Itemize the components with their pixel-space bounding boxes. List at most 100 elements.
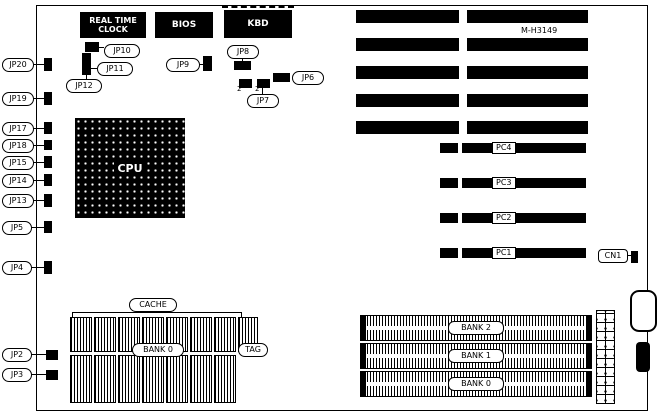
jumper-label-jp15: JP15	[2, 156, 34, 170]
jumper-block-jp14	[44, 174, 52, 186]
pc-slot-segment	[462, 248, 586, 258]
jumper-lead	[32, 128, 44, 129]
bank2-label: BANK 2	[448, 321, 504, 335]
cache-chip	[214, 355, 236, 403]
kbd-dashed-edge	[222, 6, 294, 8]
jumper-lead	[198, 64, 203, 65]
simm-endcap	[586, 316, 591, 340]
pc-slot-label-pc4: PC4	[492, 142, 516, 154]
jumper-label-jp5: JP5	[2, 221, 32, 235]
jumper-block-jp8	[234, 61, 251, 70]
power-connector	[596, 310, 615, 404]
pc-slot-segment	[462, 178, 586, 188]
jumper-lead	[242, 57, 243, 61]
cn1-label: CN1	[598, 249, 628, 263]
jumper-lead	[99, 47, 104, 48]
tag-label: TAG	[238, 343, 268, 357]
jumper-lead	[262, 88, 263, 94]
pc-slot-segment	[462, 213, 586, 223]
isa-slot-bar	[467, 121, 588, 134]
jumper-label-jp17: JP17	[2, 122, 34, 136]
jumper-block-jp18	[44, 140, 52, 150]
jumper-block-jp4	[44, 261, 52, 274]
jumper-block-jp3	[46, 370, 58, 380]
jumper-label-jp11: JP11	[97, 62, 133, 76]
jumper-block-jp20	[44, 58, 52, 71]
isa-slot-bar	[467, 10, 588, 23]
cache-chip	[190, 355, 212, 403]
pc-slot-label-pc3: PC3	[492, 177, 516, 189]
jumper-lead	[86, 75, 87, 79]
cn1-lead	[626, 255, 631, 256]
pin2-marker: 2	[237, 85, 242, 93]
jumper-block-jp7-a	[239, 79, 252, 88]
jumper-block-jp6	[273, 73, 290, 82]
cache-chip	[94, 355, 116, 403]
jumper-block-jp11-jp12	[82, 53, 91, 75]
jumper-block-jp17	[44, 122, 52, 134]
jumper-label-jp6: JP6	[292, 71, 324, 85]
jumper-lead	[91, 68, 97, 69]
cache-chip	[214, 317, 236, 352]
jumper-lead	[30, 227, 44, 228]
jumper-lead	[32, 64, 44, 65]
jumper-label-jp7: JP7	[247, 94, 279, 108]
jumper-lead	[32, 162, 44, 163]
jumper-block-jp7-b	[257, 79, 270, 88]
cache-chip	[70, 355, 92, 403]
jumper-label-jp14: JP14	[2, 174, 34, 188]
jumper-lead	[30, 374, 46, 375]
jumper-lead	[30, 267, 44, 268]
isa-slot-bar	[467, 94, 588, 107]
rtc-chip: REAL TIME CLOCK	[80, 12, 146, 38]
isa-slot-bar	[467, 66, 588, 79]
cn1-connector	[631, 251, 638, 263]
jumper-label-jp2: JP2	[2, 348, 32, 362]
simm-endcap	[361, 344, 366, 368]
isa-slot-bar	[356, 38, 459, 51]
isa-slot-bar	[356, 94, 459, 107]
jumper-block-jp19	[44, 92, 52, 105]
jumper-label-jp8: JP8	[227, 45, 259, 59]
cache-chip	[142, 355, 164, 403]
jumper-lead	[32, 98, 44, 99]
jumper-label-jp4: JP4	[2, 261, 32, 275]
cache-bracket	[72, 312, 242, 318]
pc-slot-label-pc2: PC2	[492, 212, 516, 224]
pc-slot-segment	[440, 213, 458, 223]
jumper-lead	[30, 354, 46, 355]
cache-chip	[190, 317, 212, 352]
cpu-socket: CPU	[75, 118, 185, 218]
isa-slot-bar	[356, 10, 459, 23]
simm-endcap	[361, 372, 366, 396]
simm-endcap	[586, 344, 591, 368]
jumper-lead	[32, 180, 44, 181]
cache-bank0-label: BANK 0	[132, 343, 184, 357]
simm-endcap	[586, 372, 591, 396]
din-connector-body	[636, 342, 650, 372]
bank0-label: BANK 0	[448, 377, 504, 391]
isa-slot-bar	[467, 38, 588, 51]
pc-slot-label-pc1: PC1	[492, 247, 516, 259]
pc-slot-segment	[462, 143, 586, 153]
kbd-chip: KBD	[224, 10, 292, 38]
pc-slot-segment	[440, 248, 458, 258]
keyboard-connector	[630, 290, 657, 332]
cache-chip	[70, 317, 92, 352]
cache-chip	[118, 355, 140, 403]
jumper-block-jp5	[44, 221, 52, 233]
jumper-label-jp12: JP12	[66, 79, 102, 93]
jumper-block-jp9	[203, 56, 212, 71]
part-number-label: M-H3149	[521, 26, 558, 35]
cpu-label: CPU	[114, 161, 146, 175]
jumper-lead	[32, 145, 44, 146]
jumper-label-jp20: JP20	[2, 58, 34, 72]
jumper-label-jp19: JP19	[2, 92, 34, 106]
simm-endcap	[361, 316, 366, 340]
bank1-label: BANK 1	[448, 349, 504, 363]
bios-chip: BIOS	[155, 12, 213, 38]
jumper-block-jp10	[85, 42, 99, 52]
jumper-label-jp3: JP3	[2, 368, 32, 382]
jumper-block-jp13	[44, 194, 52, 207]
